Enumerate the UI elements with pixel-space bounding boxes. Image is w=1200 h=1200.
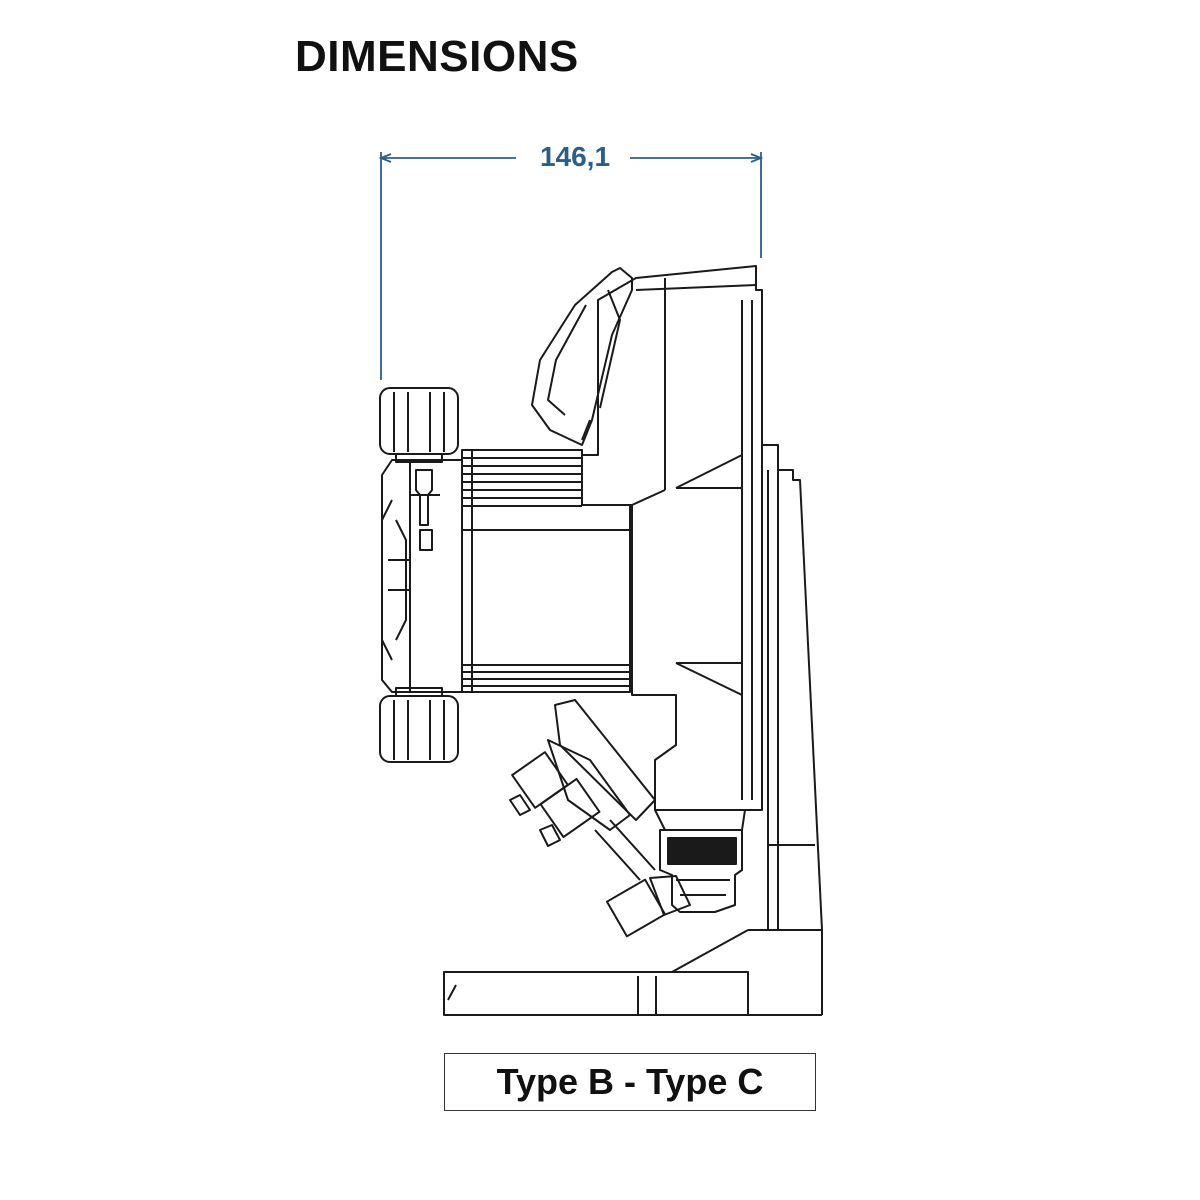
injection-fitting-assembly (509, 699, 691, 938)
model-caption: Type B - Type C (444, 1053, 816, 1111)
pump-body-cylinder (461, 449, 631, 693)
dimension-value: 146,1 (520, 141, 630, 173)
base-plate (443, 929, 822, 1016)
display-cover (531, 267, 633, 446)
top-valve-knob (379, 387, 459, 463)
dimension-line (378, 152, 764, 380)
pump-housing (581, 265, 763, 811)
pump-side-view (379, 265, 823, 1016)
bottom-valve-knob (379, 687, 459, 763)
wall-bracket (762, 444, 823, 1015)
pump-head (381, 459, 463, 693)
page-title: DIMENSIONS (295, 32, 579, 81)
cable-gland (654, 809, 746, 913)
